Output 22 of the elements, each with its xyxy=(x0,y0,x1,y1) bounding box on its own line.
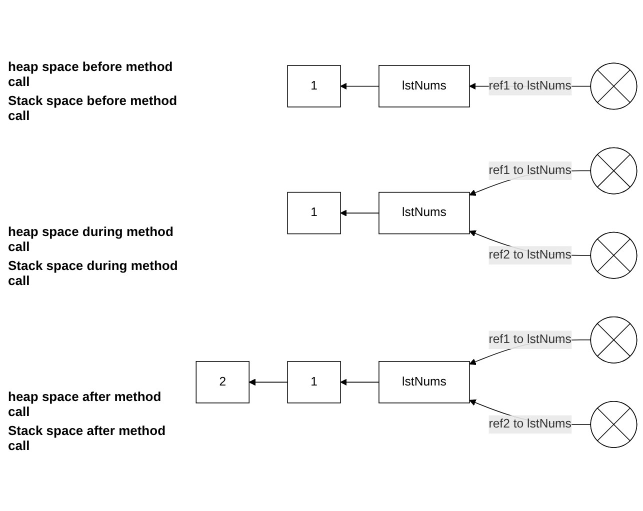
section-heading: heap space after method call xyxy=(8,388,162,418)
edge-label: ref2 to lstNums xyxy=(488,248,572,262)
edge-label: ref1 to lstNums xyxy=(488,79,572,93)
node-box: lstNums xyxy=(378,65,470,108)
edge-label: ref2 to lstNums xyxy=(488,418,572,431)
arrow xyxy=(340,210,380,217)
arrow xyxy=(248,378,288,386)
edge-label: ref1 to lstNums xyxy=(488,164,572,178)
arrow xyxy=(340,82,380,90)
node-box: lstNums xyxy=(378,192,470,234)
section-heading: Stack space after method call xyxy=(8,422,167,452)
section-heading: heap space during method call xyxy=(8,224,174,254)
node-box: lstNums xyxy=(378,361,470,404)
node-box: 1 xyxy=(287,361,341,404)
arrow xyxy=(340,378,380,386)
node-box: 1 xyxy=(287,65,341,108)
section-heading: Stack space before method call xyxy=(8,92,178,122)
section-heading: heap space before method call xyxy=(8,58,174,88)
section-heading: Stack space during method call xyxy=(8,258,179,288)
edge-label: ref1 to lstNums xyxy=(488,333,572,346)
node-box: 2 xyxy=(196,361,250,404)
node-box: 1 xyxy=(287,192,341,234)
